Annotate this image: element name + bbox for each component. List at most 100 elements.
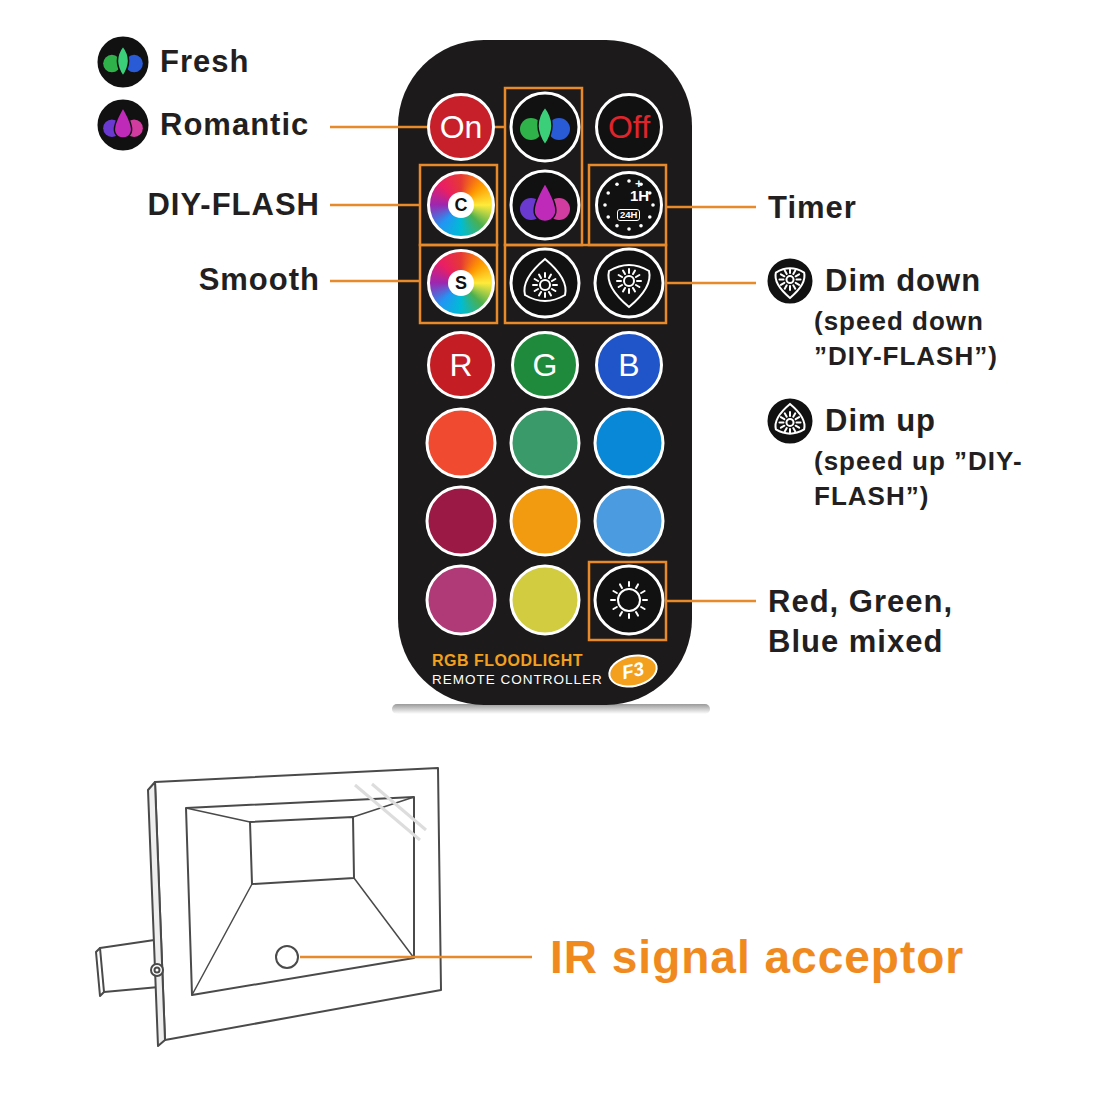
button-text: REMOTE CONTROLLER [432, 672, 603, 687]
icon-stroke [544, 293, 546, 297]
callout-label: IR signal acceptor [550, 930, 964, 984]
icon-stroke [786, 276, 793, 283]
icon-stroke [617, 280, 621, 282]
icon-stroke [641, 607, 644, 609]
highlight-box [420, 245, 497, 323]
glass-highlight [355, 784, 426, 840]
button-text: 24H [617, 209, 640, 221]
function-label: Dim down [825, 263, 981, 299]
icon-stroke [540, 280, 550, 290]
icon-stroke [797, 279, 801, 281]
function-label: Red, Green, Blue mixed [768, 582, 978, 662]
legend-icons [96, 35, 150, 152]
off-button: Off [595, 93, 663, 161]
icon-stroke [636, 612, 638, 615]
icon-stroke [637, 280, 641, 282]
blue-button: B [595, 331, 663, 399]
model-badge: F3 [605, 650, 661, 692]
button-circle [96, 98, 150, 152]
icon-stroke [627, 227, 631, 231]
leader-line [330, 280, 420, 283]
leader-line [330, 204, 420, 207]
function-label: Timer [768, 190, 857, 226]
button-text: C [448, 192, 474, 218]
icon-stroke [636, 275, 639, 277]
icon-stroke [114, 108, 131, 139]
icon-stroke [793, 413, 795, 416]
icon-stroke [552, 279, 555, 281]
icon-stroke [549, 292, 551, 295]
icon-stroke [779, 279, 783, 281]
icon-stroke [623, 288, 625, 291]
highlight-box [589, 562, 666, 640]
icon-stroke [553, 284, 557, 286]
icon-stroke [524, 259, 565, 301]
function-label: (speed down ”DIY-FLASH”) [814, 304, 1044, 374]
red-button: R [427, 331, 495, 399]
icon-stroke [793, 285, 795, 288]
icon-stroke [789, 429, 791, 433]
icon-stroke [619, 285, 622, 287]
icon-stroke [789, 412, 791, 416]
icon-stroke [618, 589, 640, 611]
icon-stroke [796, 274, 799, 276]
remote-body: RGB FLOODLIGHTREMOTE CONTROLLERF3OnOffC+… [398, 40, 692, 705]
icon-stroke [552, 289, 555, 291]
leader-line [666, 206, 756, 209]
icon-stroke [785, 285, 787, 288]
icon-stroke [539, 275, 541, 278]
button-text: Off [608, 111, 650, 143]
icon-stroke [633, 271, 635, 274]
icon-stroke [615, 182, 619, 186]
icon-stroke [624, 276, 634, 286]
icon-stroke [606, 191, 610, 195]
icon-stroke [789, 269, 791, 273]
on-button: On [427, 93, 495, 161]
icon-stroke [520, 198, 542, 220]
icon-stroke [620, 584, 622, 587]
icon-stroke [628, 582, 630, 586]
icon-stroke [781, 426, 784, 428]
icon-stroke [549, 275, 551, 278]
legend-text: Romantic [160, 107, 309, 143]
icon-stroke [636, 285, 639, 287]
icon-stroke [793, 270, 795, 273]
icon-stroke [781, 283, 784, 285]
button-circle [511, 487, 579, 555]
icon-stroke [796, 283, 799, 285]
leader-line [666, 600, 756, 603]
icon-stroke [611, 599, 615, 601]
icon-stroke [793, 428, 795, 431]
icon-stroke [775, 404, 804, 434]
icon-stroke [781, 417, 784, 419]
button-circle [427, 566, 495, 634]
icon-stroke [619, 275, 622, 277]
highlight-box [589, 165, 666, 245]
button-circle [595, 566, 663, 634]
icon-stroke [548, 198, 570, 220]
function-label: (speed up ”DIY-FLASH”) [814, 444, 1044, 514]
icon-stroke [796, 426, 799, 428]
icon-stroke [613, 591, 616, 593]
icon-stroke [548, 118, 570, 140]
button-circle [511, 249, 579, 317]
button-text: R [449, 349, 472, 381]
icon-stroke [628, 614, 630, 618]
icon-stroke [643, 599, 647, 601]
icon-stroke [781, 274, 784, 276]
button-circle [595, 249, 663, 317]
icon-stroke [636, 584, 638, 587]
icon-stroke [639, 224, 643, 228]
floodlight-body [96, 768, 441, 1046]
button-text: G [533, 349, 558, 381]
icon-stroke [620, 612, 622, 615]
button-text: B [618, 349, 639, 381]
highlight-box [505, 245, 666, 323]
button-circle [427, 487, 495, 555]
function-label: Dim up [825, 403, 936, 439]
diy-flash-button: C [427, 171, 495, 239]
icon-stroke [613, 607, 616, 609]
icon-stroke [796, 417, 799, 419]
button-circle [511, 93, 579, 161]
icon-stroke [633, 288, 635, 291]
